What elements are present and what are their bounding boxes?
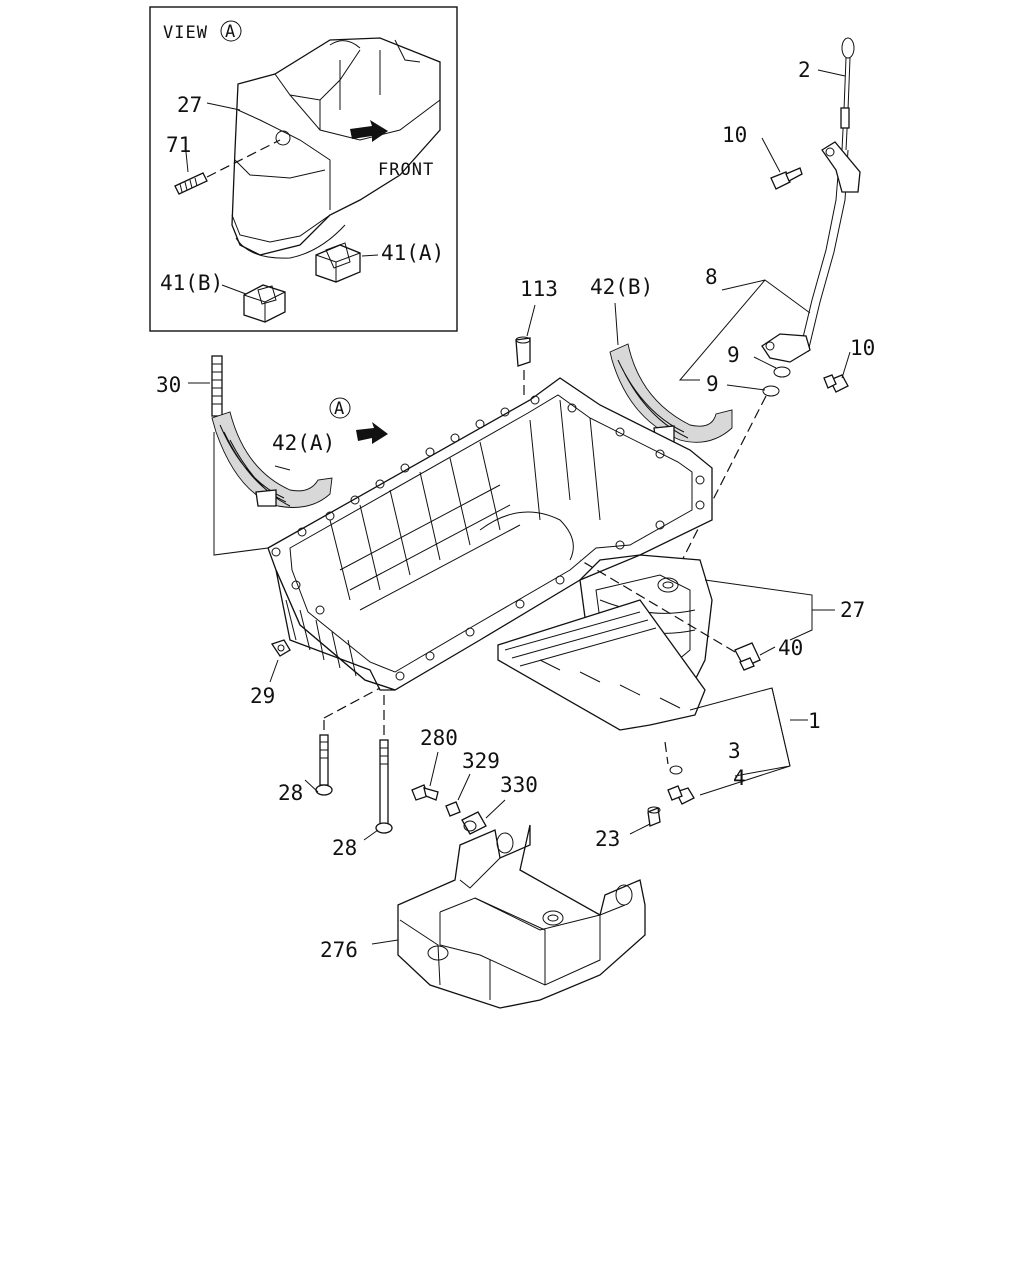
callout-29: 29 [250, 684, 275, 708]
callout-71: 71 [166, 133, 191, 157]
callout-330: 330 [500, 773, 538, 797]
bearing-cap-42b-icon: 42(B) [590, 275, 733, 445]
bolt-10-lower-icon [823, 374, 849, 393]
upper-bracket-icon [821, 141, 861, 193]
front-arrow-icon [350, 120, 388, 142]
section-arrow-icon [356, 422, 388, 444]
callout-27-inset: 27 [177, 93, 202, 117]
nut-29-icon: 29 [250, 639, 291, 708]
leader-27 [704, 579, 835, 641]
dipstick-ring-icon [841, 37, 855, 59]
washer-3-icon [669, 765, 683, 775]
bolt-28-long-icon: 28 [332, 690, 393, 860]
callout-280: 280 [420, 726, 458, 750]
oil-pan-body [267, 377, 713, 731]
leader-27-inset [206, 102, 241, 111]
dipstick-insert-line [671, 395, 767, 581]
callout-23: 23 [595, 827, 620, 851]
skid-plate-276: 276 [320, 824, 646, 1009]
view-a-inset: VIEW A FRONT [149, 6, 458, 332]
callout-28-long: 28 [332, 836, 357, 860]
view-marker-letter: A [225, 22, 236, 42]
callout-113: 113 [520, 277, 558, 301]
stud-30-icon: 30 [156, 355, 223, 417]
bracket-41a-icon [315, 242, 361, 283]
bolt-28-short-icon: 28 [278, 687, 381, 805]
bolt-10-upper-icon [770, 167, 803, 190]
callout-10-lower: 10 [850, 336, 875, 360]
stud-71-icon [174, 139, 281, 195]
callout-27: 27 [840, 598, 865, 622]
grommet-330-icon: 330 [461, 773, 538, 835]
dowel-113-icon: 113 [515, 277, 558, 400]
callout-1: 1 [808, 709, 821, 733]
callout-30: 30 [156, 373, 181, 397]
inset-frame [149, 6, 458, 332]
view-marker-circle [220, 20, 242, 42]
section-marker-letter: A [334, 399, 345, 419]
bolt-23-icon: 23 [595, 806, 661, 851]
callout-41a: 41(A) [381, 241, 444, 265]
callout-276: 276 [320, 938, 358, 962]
inset-oil-pan-corner [231, 37, 441, 259]
callout-41b: 41(B) [160, 271, 223, 295]
callout-8: 8 [705, 265, 718, 289]
bearing-cap-42a-icon: 42(A) [211, 411, 335, 556]
o-ring-9-upper-icon [773, 366, 791, 378]
leader-71 [185, 151, 189, 173]
leader-41a [361, 254, 379, 257]
bracket-41b-icon [243, 284, 286, 323]
callout-10-upper: 10 [722, 123, 747, 147]
section-marker-a: A [329, 397, 388, 444]
front-label: FRONT [378, 160, 434, 180]
callout-28-short: 28 [278, 781, 303, 805]
o-ring-9-lower-icon [762, 385, 780, 397]
callout-3: 3 [728, 739, 741, 763]
dipstick-assembly: 2 10 8 9 9 10 [671, 37, 875, 581]
spacer-329-icon: 329 [445, 749, 500, 817]
callout-42b: 42(B) [590, 275, 653, 299]
callout-9-lower: 9 [706, 372, 719, 396]
drain-plug-assembly: 1 3 4 [664, 687, 821, 805]
leader-41b [221, 284, 247, 295]
callout-329: 329 [462, 749, 500, 773]
callout-9-upper: 9 [727, 343, 740, 367]
bolt-280-icon: 280 [411, 726, 458, 801]
callout-2: 2 [798, 58, 811, 82]
lower-bracket-icon [761, 333, 811, 363]
callout-42a: 42(A) [272, 431, 335, 455]
callout-4: 4 [733, 766, 746, 790]
bolt-40-icon: 40 [579, 559, 803, 671]
view-label: VIEW [163, 23, 208, 43]
